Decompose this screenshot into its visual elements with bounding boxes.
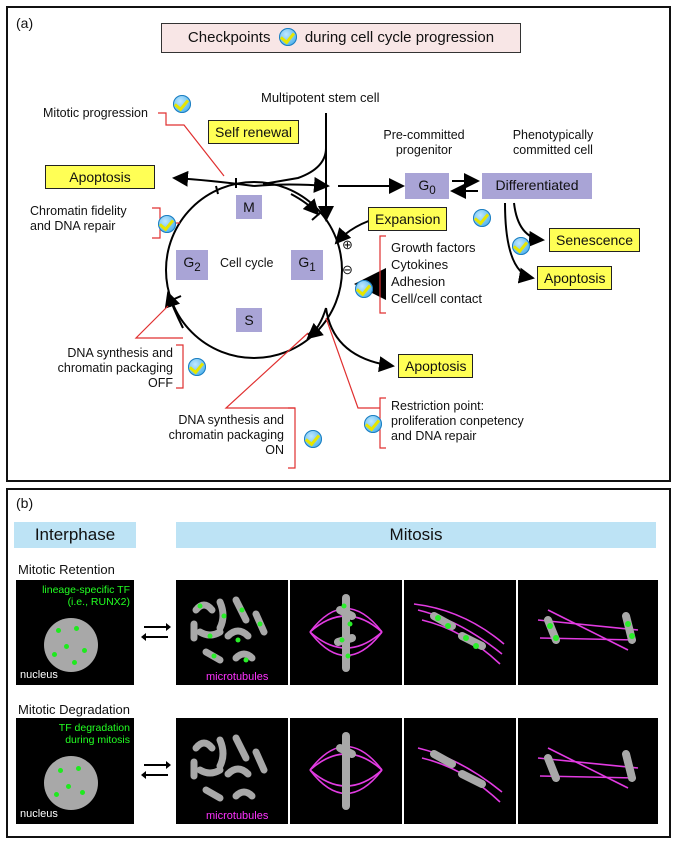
- apoptosis-left-box: Apoptosis: [45, 165, 155, 189]
- mitosis-retention-metaphase: [290, 580, 402, 685]
- check-icon: [304, 430, 322, 448]
- check-icon: [512, 237, 530, 255]
- microtubules-label: microtubules: [206, 671, 269, 683]
- phase-g1: G1: [291, 250, 323, 280]
- phase-g2: G2: [176, 250, 208, 280]
- differentiated-box: Differentiated: [482, 173, 592, 199]
- check-icon: [364, 415, 382, 433]
- panel-b: (b) Interphase Mitosis Mitotic Retention…: [6, 488, 671, 838]
- check-icon: [473, 209, 491, 227]
- check-icon: [173, 95, 191, 113]
- nucleus-shape: [44, 756, 98, 810]
- g0-box: G0: [405, 173, 449, 199]
- mitosis-retention-prophase: microtubules: [176, 580, 288, 685]
- nucleus-label: nucleus: [20, 808, 58, 820]
- mitosis-degradation-metaphase: [290, 718, 402, 824]
- mitosis-degradation-anaphase: [404, 718, 516, 824]
- microtubules-label: microtubules: [206, 810, 269, 822]
- cell-cycle-diagram: [134, 112, 545, 469]
- multipotent-label: Multipotent stem cell: [261, 90, 380, 105]
- mitosis-retention-telophase: [518, 580, 658, 685]
- self-renewal-box: Self renewal: [208, 120, 300, 144]
- panel-a: (a) Checkpoints during cell cycle progre…: [6, 6, 671, 482]
- expansion-box: Expansion: [368, 207, 448, 231]
- check-icon: [278, 28, 297, 46]
- panel-a-label: (a): [16, 15, 34, 31]
- mitosis-degradation-prophase: microtubules: [176, 718, 288, 824]
- check-icon: [355, 280, 373, 298]
- check-icon: [188, 358, 206, 376]
- apoptosis-bottom-box: Apoptosis: [398, 354, 474, 378]
- title-after: during cell cycle progression: [304, 29, 495, 46]
- mitosis-degradation-telophase: [518, 718, 658, 824]
- senescence-box: Senescence: [549, 228, 641, 252]
- phase-s: S: [236, 308, 262, 332]
- cell-cycle-label: Cell cycle: [220, 256, 274, 270]
- retention-tf-label: lineage-specific TF(i.e., RUNX2): [42, 584, 130, 608]
- retention-title: Mitotic Retention: [18, 562, 115, 577]
- interphase-retention-image: lineage-specific TF(i.e., RUNX2) nucleus: [16, 580, 134, 685]
- cell-cycle-circle: [165, 181, 343, 359]
- phase-m: M: [236, 195, 262, 219]
- double-arrow-icon: [141, 761, 171, 779]
- check-icon: [158, 215, 176, 233]
- nucleus-shape: [44, 618, 98, 672]
- double-arrow-icon: [141, 623, 171, 641]
- mitosis-header: Mitosis: [176, 522, 656, 548]
- apoptosis-right-box: Apoptosis: [537, 266, 613, 290]
- panel-a-title: Checkpoints during cell cycle progressio…: [161, 23, 521, 53]
- degradation-title: Mitotic Degradation: [18, 702, 130, 717]
- title-before: Checkpoints: [187, 29, 271, 46]
- minus-sign: ⊖: [342, 262, 353, 277]
- restriction-label: Restriction point:proliferation conpeten…: [391, 399, 524, 443]
- mitosis-retention-anaphase: [404, 580, 516, 685]
- interphase-header: Interphase: [14, 522, 136, 548]
- plus-sign: ⊕: [342, 237, 353, 252]
- nucleus-label: nucleus: [20, 669, 58, 681]
- panel-b-label: (b): [16, 495, 34, 511]
- mitotic-progression-label: Mitotic progression: [43, 106, 148, 120]
